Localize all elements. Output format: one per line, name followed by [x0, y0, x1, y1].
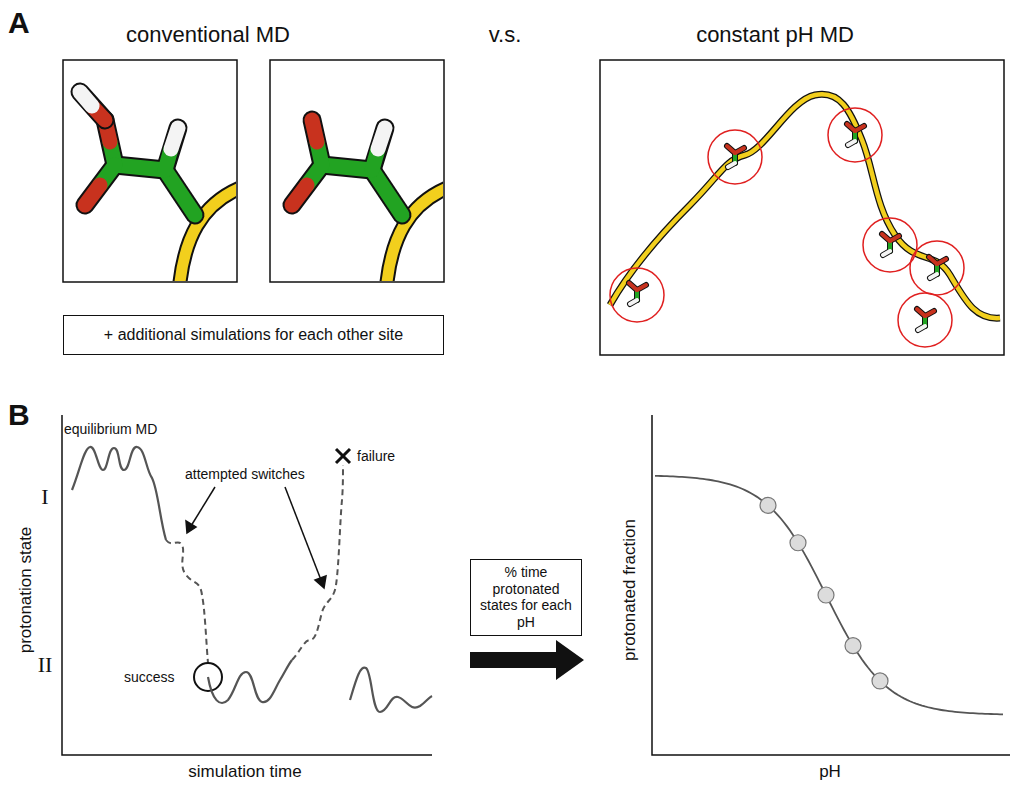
box-text: % time protonated states for each pH — [477, 564, 575, 631]
axis-label: pH — [819, 762, 841, 782]
failure-mark — [336, 449, 350, 463]
axis-label: simulation time — [188, 762, 301, 782]
illustration-part — [186, 521, 196, 533]
illustration-part — [652, 415, 1010, 755]
annotation-label: attempted switches — [185, 466, 305, 482]
illustration-part — [85, 120, 236, 281]
text-box: + additional simulations for each other … — [63, 315, 444, 355]
illustration-part — [845, 638, 861, 654]
illustration-part — [708, 130, 762, 184]
annotation-label: constant pH MD — [696, 22, 854, 47]
illustration-part — [610, 268, 664, 322]
illustration-part — [790, 535, 806, 551]
illustration-part — [72, 447, 166, 540]
annotation-label: equilibrium MD — [64, 421, 157, 437]
illustration-part — [292, 120, 443, 281]
trajectory-plot — [62, 415, 432, 755]
illustration-part — [898, 293, 952, 347]
illustration-part — [315, 576, 326, 588]
illustration-part — [610, 94, 1000, 318]
illustration-part — [828, 108, 882, 162]
annotation-label: conventional MD — [126, 22, 290, 47]
illustration-part — [629, 283, 646, 304]
illustration-part — [62, 415, 432, 755]
illustration-part — [872, 673, 888, 689]
annotation-label: v.s. — [489, 22, 522, 47]
illustration-part — [191, 487, 215, 526]
protonated-residue — [80, 92, 236, 281]
text-box: % time protonated states for each pH — [470, 559, 582, 636]
illustration-part — [336, 449, 350, 463]
illustration-part — [760, 497, 776, 513]
illustration-part — [350, 668, 432, 712]
illustration-part — [655, 476, 1003, 715]
illustration-part — [292, 465, 343, 660]
illustration-part — [292, 120, 443, 281]
panel-letter: B — [8, 398, 30, 433]
illustration-part — [917, 309, 934, 330]
illustration-part — [610, 108, 964, 347]
annotation-label: II — [38, 652, 53, 677]
illustration-part — [847, 124, 864, 145]
peptide-frame — [600, 60, 1004, 355]
peptide-chain — [610, 94, 1000, 347]
illustration-part — [186, 487, 326, 588]
illustration-part — [166, 540, 208, 663]
illustration-part — [863, 218, 917, 272]
annotation-label: failure — [357, 448, 395, 464]
illustration-part — [760, 497, 888, 689]
titration-plot — [652, 415, 1010, 755]
illustration-part — [80, 92, 105, 120]
illustration-part — [336, 449, 350, 463]
deprotonated-residue — [292, 120, 447, 282]
illustration-part — [610, 94, 1000, 318]
big-arrow — [470, 640, 584, 680]
illustration-part — [208, 660, 292, 703]
annotation-label: I — [41, 484, 48, 509]
panel-letter: A — [8, 6, 30, 41]
illustration-part — [910, 241, 964, 295]
axis-label: protonation state — [16, 527, 36, 654]
illustration-part — [929, 257, 946, 278]
annotation-label: success — [124, 669, 175, 685]
axis-label: protonated fraction — [620, 519, 640, 661]
illustration-part — [818, 587, 834, 603]
illustration-part — [727, 146, 744, 167]
illustration-part — [285, 487, 321, 580]
box-text: + additional simulations for each other … — [104, 325, 403, 344]
illustration-part — [882, 234, 899, 255]
